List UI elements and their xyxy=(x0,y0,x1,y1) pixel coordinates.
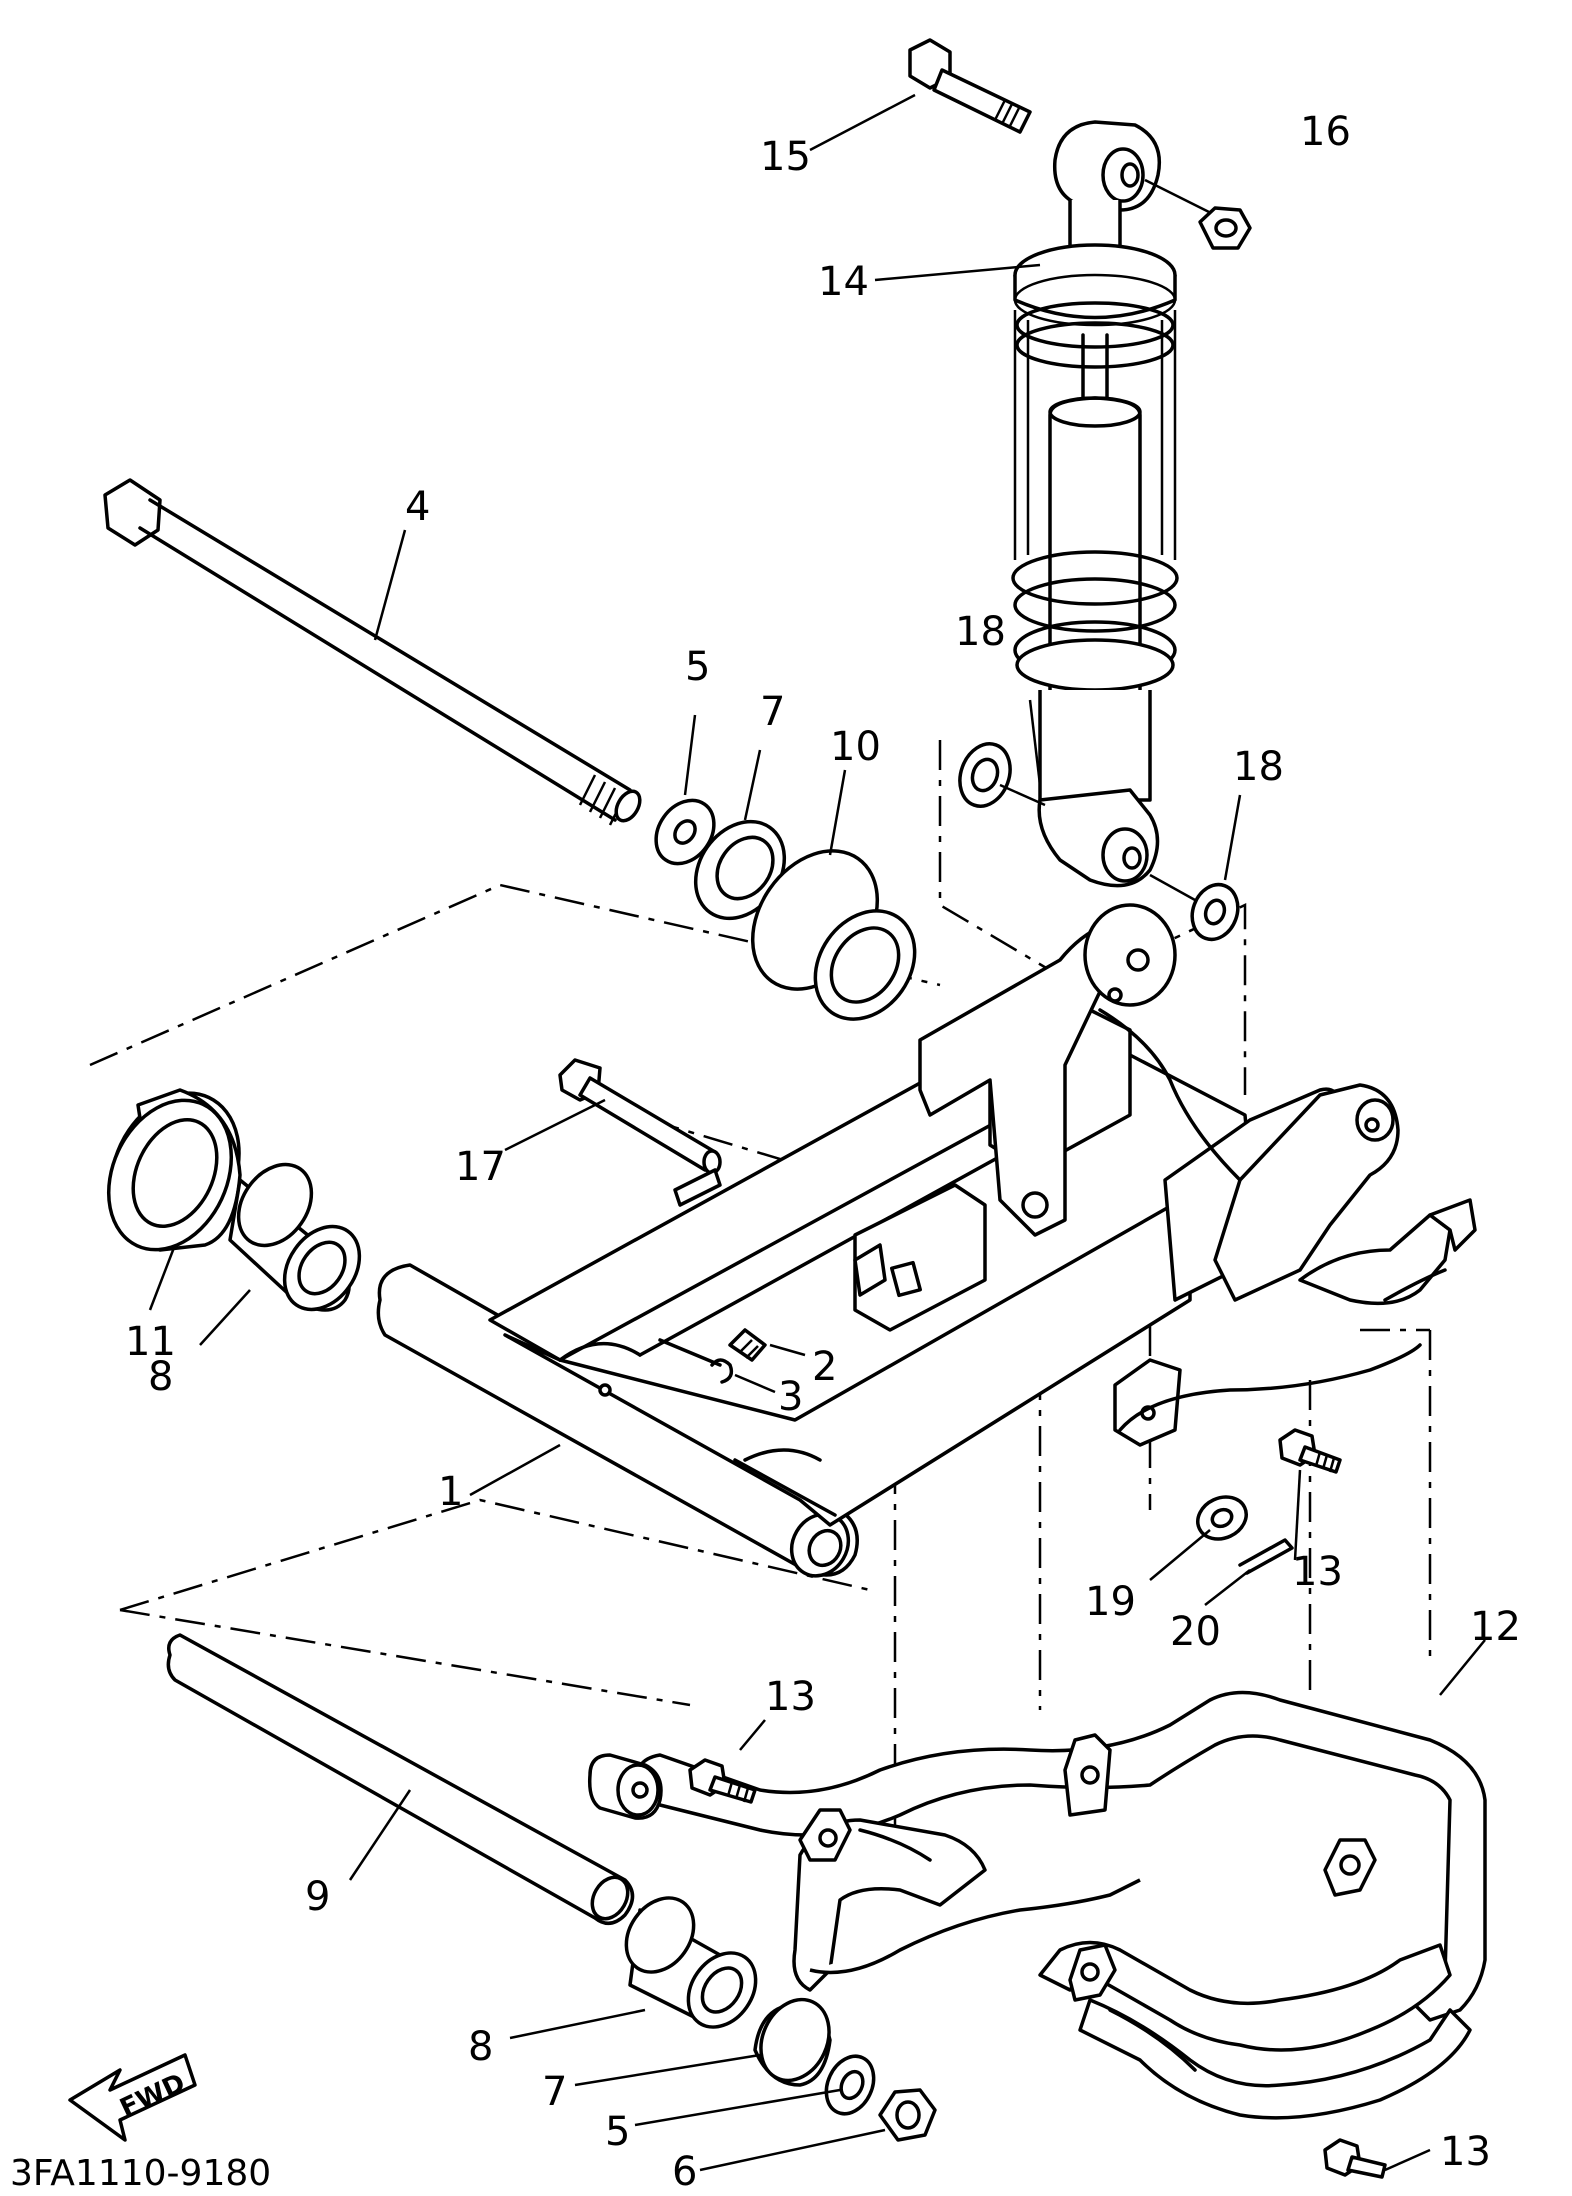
callout-10: 10 xyxy=(830,724,881,770)
callout-9: 9 xyxy=(305,1874,330,1920)
callout-11: 11 xyxy=(125,1319,176,1365)
callout-labels: 1 2 3 4 5 7 10 17 11 8 15 16 14 18 18 19… xyxy=(125,109,1521,2195)
guard-collar-left xyxy=(587,1753,663,1820)
grease-nipple xyxy=(728,1328,806,1362)
callout-5-upper: 5 xyxy=(685,644,710,690)
pivot-bolt xyxy=(103,478,642,826)
callout-15: 15 xyxy=(760,134,811,180)
callout-17: 17 xyxy=(455,1144,506,1190)
callout-8-lower: 8 xyxy=(468,2024,493,2070)
flanged-bushing xyxy=(750,849,917,1021)
rear-pin xyxy=(558,1058,722,1175)
shock-upper-nut xyxy=(1144,178,1252,250)
callout-13-left: 13 xyxy=(765,1674,816,1720)
callout-18-right: 18 xyxy=(1233,744,1284,790)
drawing-code: 3FA1110-9180 xyxy=(10,2153,271,2194)
oil-seal-lower xyxy=(753,1997,832,2087)
callout-4: 4 xyxy=(405,484,430,530)
callout-13-bottom: 13 xyxy=(1440,2129,1491,2175)
shock-collar-left xyxy=(958,742,1046,808)
shock-collar-right xyxy=(1149,873,1240,942)
oil-seal-upper xyxy=(693,819,787,921)
callout-20: 20 xyxy=(1170,1609,1221,1655)
guard-bolt-left xyxy=(688,1758,757,1804)
rear-guard-bar xyxy=(635,1690,1487,2120)
callout-7-upper: 7 xyxy=(760,689,785,735)
shock-upper-bolt xyxy=(908,38,1032,134)
callout-16: 16 xyxy=(1300,109,1351,155)
callout-12: 12 xyxy=(1470,1604,1521,1650)
pin-washer xyxy=(1196,1495,1248,1541)
rear-shock-absorber xyxy=(1011,120,1179,888)
collar-lower xyxy=(624,1896,758,2029)
callout-19: 19 xyxy=(1085,1579,1136,1625)
guard-bolt-upper-right xyxy=(1278,1428,1342,1474)
pivot-tube xyxy=(166,1633,635,1925)
washer-upper xyxy=(654,798,716,866)
callout-5-lower: 5 xyxy=(605,2109,630,2155)
collar-upper xyxy=(228,1162,362,1312)
forward-direction-arrow: FWD xyxy=(68,2053,197,2142)
large-bushing xyxy=(106,1088,242,1252)
nipple-cap xyxy=(710,1358,776,1394)
callout-13-right: 13 xyxy=(1292,1549,1343,1595)
callout-18-left: 18 xyxy=(955,609,1006,655)
callout-3: 3 xyxy=(778,1374,803,1420)
cotter-pin xyxy=(1238,1538,1294,1575)
callout-7-lower: 7 xyxy=(542,2069,567,2115)
callout-8-upper: 8 xyxy=(148,1354,173,1400)
callout-leaders xyxy=(148,93,1486,2172)
callout-14: 14 xyxy=(818,259,869,305)
callout-6: 6 xyxy=(672,2149,697,2195)
swingarm xyxy=(376,903,1477,1578)
callout-1: 1 xyxy=(438,1469,463,1515)
guard-bolt-bottom xyxy=(1323,2138,1387,2179)
washer-lower xyxy=(824,2054,876,2116)
pivot-nut xyxy=(878,2088,937,2142)
callout-2: 2 xyxy=(812,1344,837,1390)
